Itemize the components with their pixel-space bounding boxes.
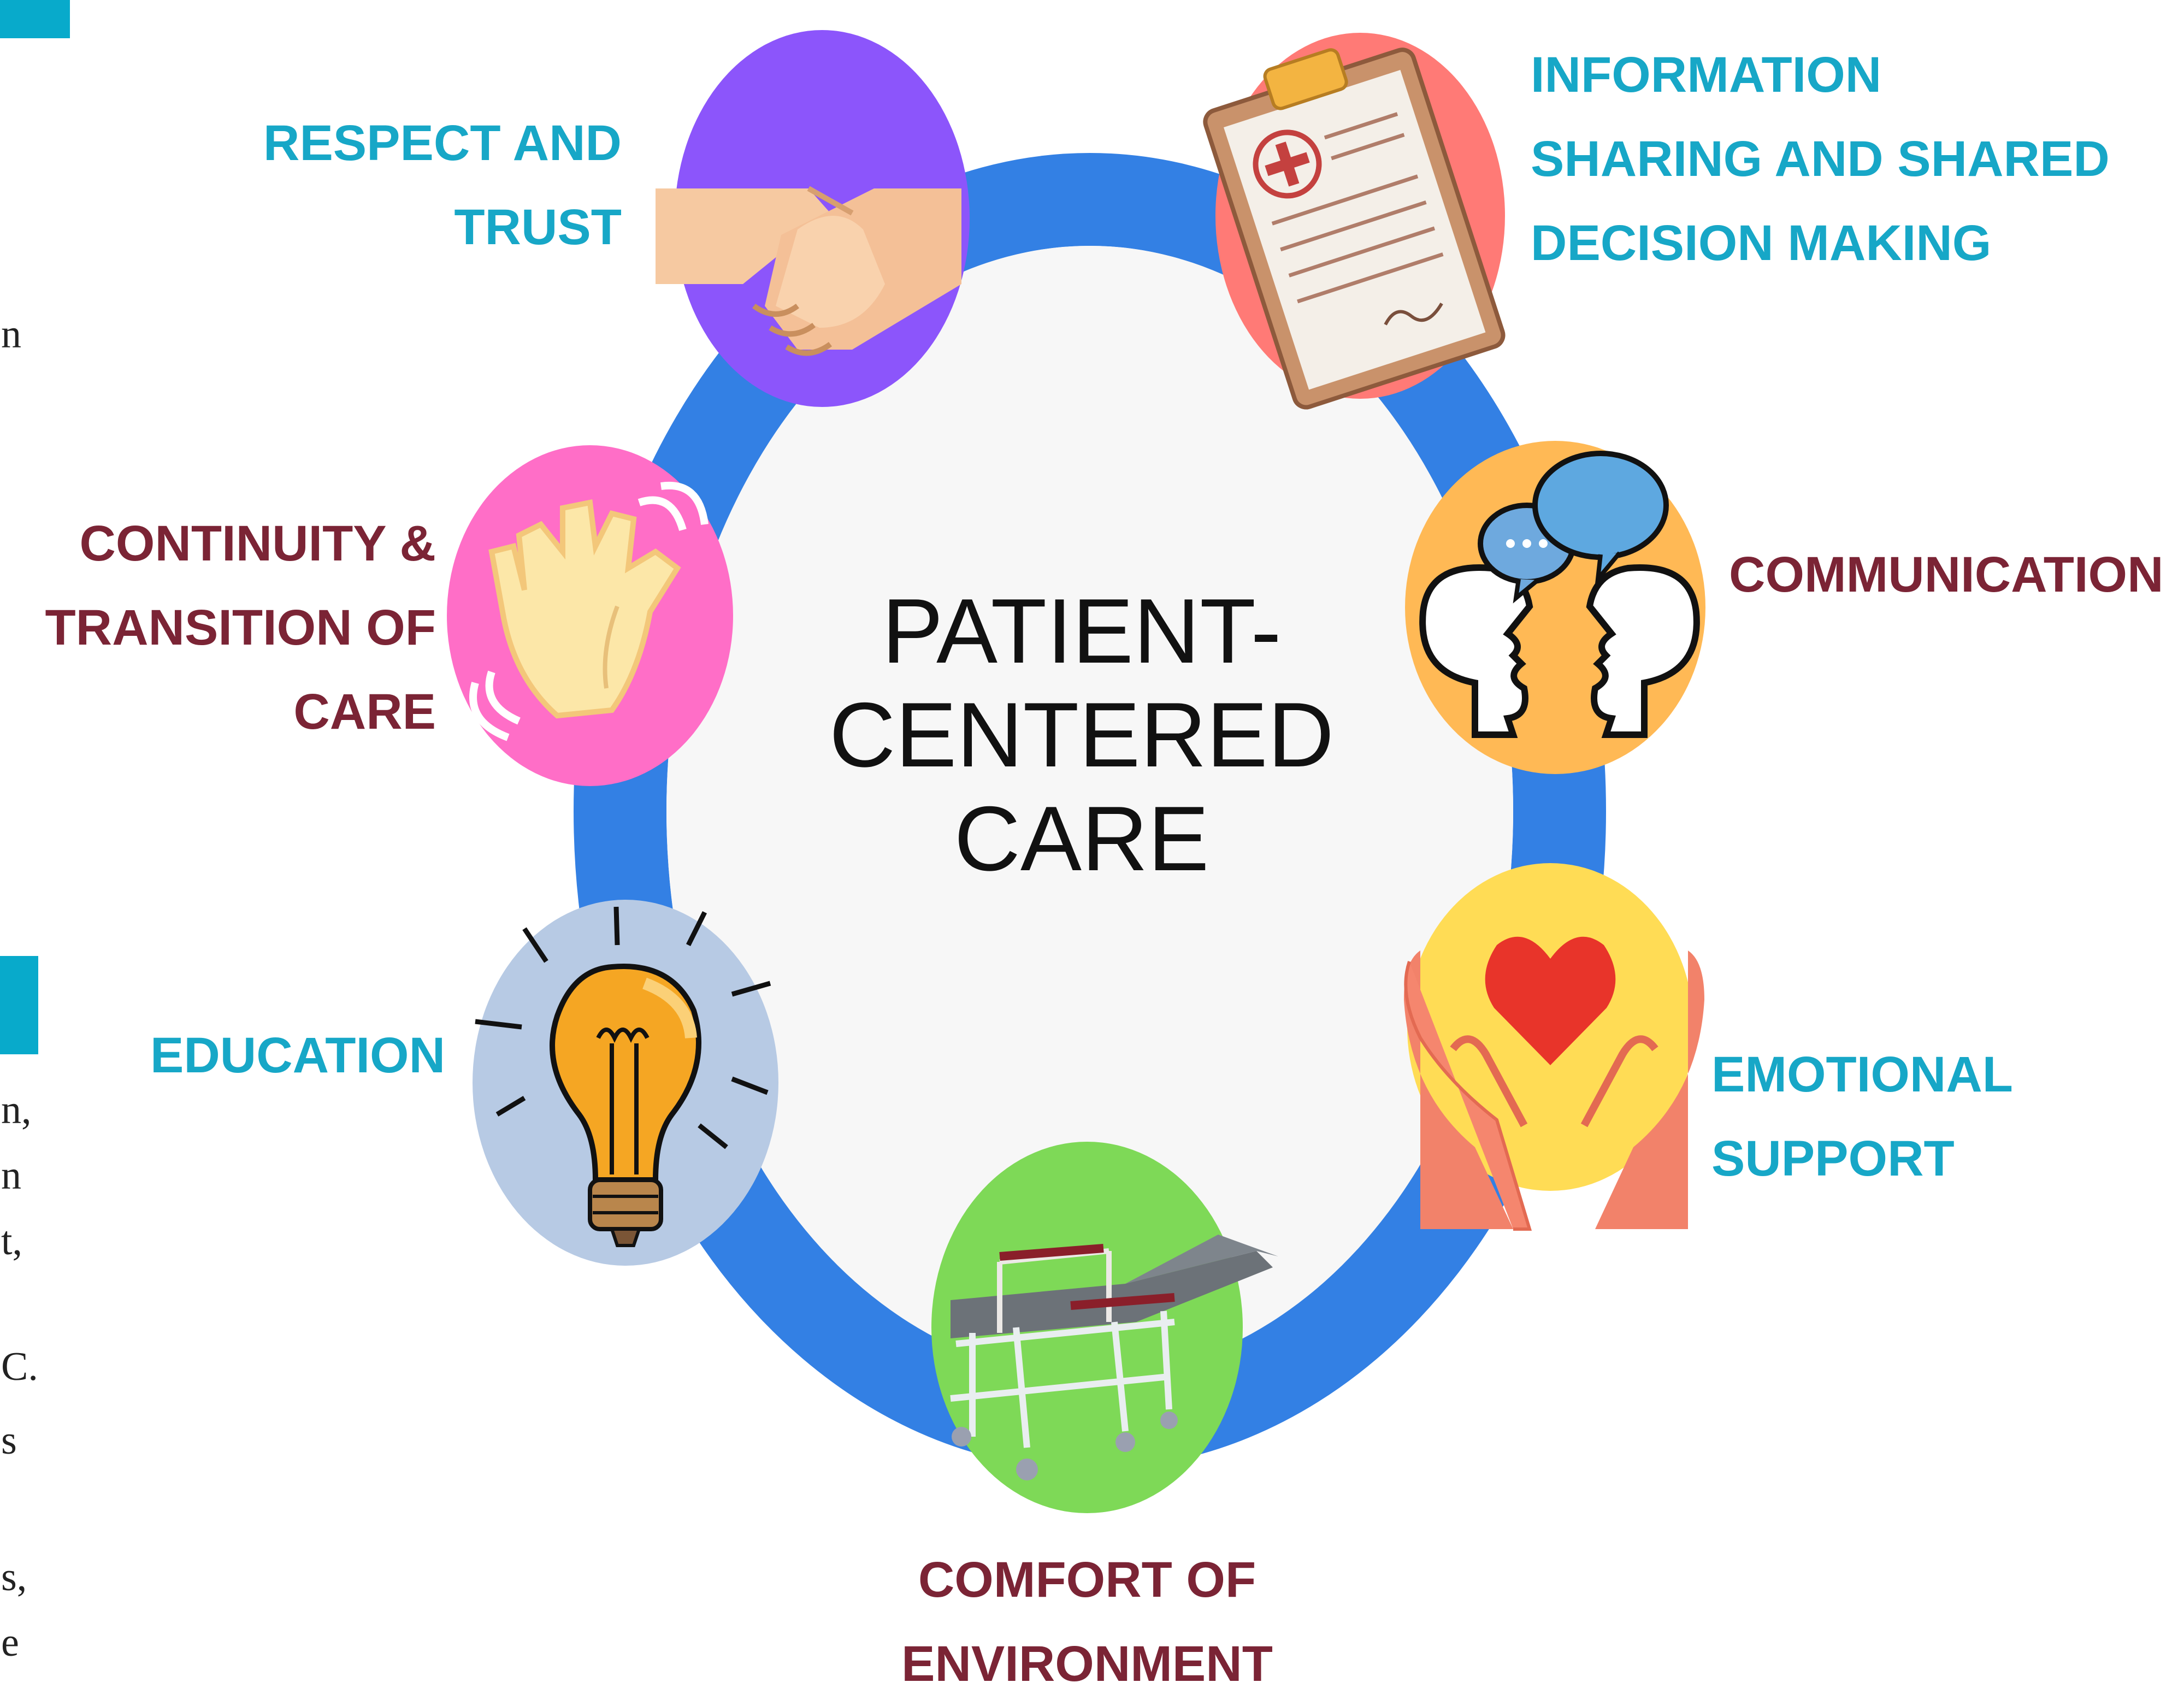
label-line: DECISION MAKING: [1531, 215, 1992, 271]
title-line-3: CARE: [954, 787, 1209, 890]
label-line: SUPPORT: [1711, 1131, 1955, 1186]
speech-bubbles-heads-icon: [1419, 451, 1700, 738]
label-line: COMFORT OF: [918, 1552, 1256, 1608]
label-line: ENVIRONMENT: [901, 1636, 1273, 1692]
waving-hand-icon: [469, 481, 709, 741]
emotional-support-node: [1404, 863, 1704, 1231]
label-continuity: CONTINUITY & TRANSITION OF CARE: [45, 501, 436, 754]
handshake-icon: [656, 186, 961, 356]
hands-heart-icon: [1404, 936, 1704, 1231]
label-communication: COMMUNICATION: [1729, 533, 2164, 617]
stretcher-icon: [950, 1235, 1278, 1480]
page-fragment: s: [1, 1418, 17, 1463]
label-line: INFORMATION: [1531, 47, 1882, 103]
title-line-1: PATIENT-: [882, 580, 1282, 682]
information-sharing-node: [1203, 33, 1506, 410]
lightbulb-icon: [475, 906, 771, 1247]
label-line: TRANSITION OF: [45, 600, 436, 656]
page-fragment: n: [1, 312, 21, 357]
label-line: CARE: [293, 684, 436, 740]
label-line: TRUST: [454, 199, 622, 255]
ring-inner: [666, 246, 1513, 1377]
continuity-node: [447, 445, 733, 786]
respect-and-trust-node: [656, 30, 970, 407]
communication-node: [1405, 441, 1705, 774]
label-emotional-support: EMOTIONAL SUPPORT: [1711, 1032, 2013, 1201]
label-education: EDUCATION: [150, 1013, 445, 1097]
label-comfort-of-environment: COMFORT OF ENVIRONMENT: [841, 1538, 1333, 1706]
page-fragment: C.: [1, 1344, 38, 1389]
page-fragment: s,: [1, 1555, 27, 1599]
clipboard-icon: [1203, 48, 1506, 410]
label-line: SHARING AND SHARED: [1531, 131, 2110, 187]
label-respect-and-trust: RESPECT AND TRUST: [263, 101, 622, 269]
label-line: EMOTIONAL: [1711, 1047, 2013, 1102]
label-line: EDUCATION: [150, 1028, 446, 1083]
education-node: [473, 900, 778, 1266]
label-line: COMMUNICATION: [1729, 547, 2164, 603]
page-fragment: e: [1, 1620, 19, 1665]
label-information-sharing: INFORMATION SHARING AND SHARED DECISION …: [1531, 33, 2110, 285]
teal-section-block: [0, 956, 38, 1054]
comfort-of-environment-node: [931, 1142, 1278, 1513]
center-title: PATIENT- CENTERED CARE: [754, 579, 1409, 890]
label-line: CONTINUITY &: [79, 516, 436, 571]
label-line: RESPECT AND: [263, 115, 622, 171]
page-fragment: t,: [1, 1219, 23, 1264]
page-fragment: n,: [1, 1088, 32, 1132]
teal-header-block: [0, 0, 70, 38]
title-line-2: CENTERED: [829, 683, 1335, 786]
page-fragment: n: [1, 1153, 21, 1198]
